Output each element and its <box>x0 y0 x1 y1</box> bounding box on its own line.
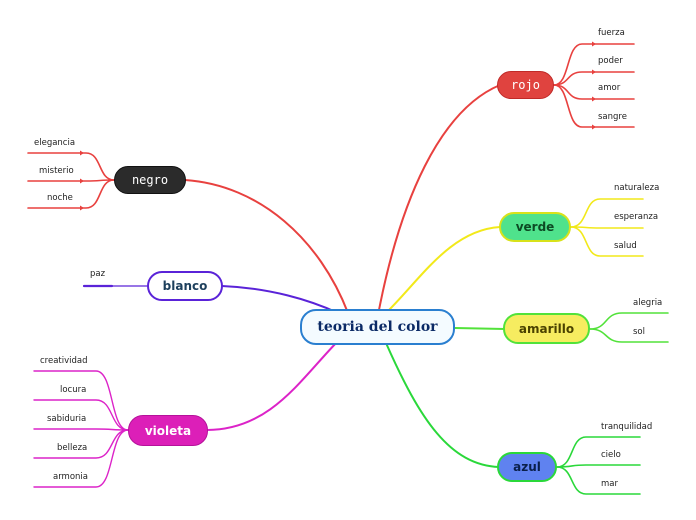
leaf-noche[interactable]: noche <box>47 193 73 203</box>
leaf-creatividad[interactable]: creatividad <box>40 356 88 366</box>
leaf-tranquilidad[interactable]: tranquilidad <box>601 422 653 432</box>
branch-blanco[interactable]: blanco <box>147 271 223 301</box>
connector-amarillo-leaf-1 <box>589 328 669 343</box>
leaf-paz[interactable]: paz <box>90 269 106 279</box>
arrow-negro-leaf-1 <box>80 178 84 184</box>
leaf-belleza[interactable]: belleza <box>57 443 88 453</box>
connector-amarillo <box>454 327 506 330</box>
branch-verde[interactable]: verde <box>499 212 571 242</box>
leaf-amor[interactable]: amor <box>598 83 621 93</box>
leaf-sol[interactable]: sol <box>633 327 645 337</box>
leaf-cielo[interactable]: cielo <box>601 450 621 460</box>
connector-verde <box>385 226 501 314</box>
arrow-rojo-leaf-0 <box>592 41 596 47</box>
leaf-poder[interactable]: poder <box>598 56 623 66</box>
connector-azul-leaf-2 <box>556 466 641 495</box>
connector-rojo-leaf-2 <box>553 84 635 100</box>
leaf-sabiduria[interactable]: sabiduria <box>47 414 87 424</box>
arrow-negro-leaf-0 <box>80 150 84 156</box>
connector-negro-leaf-1 <box>27 179 115 182</box>
branch-amarillo[interactable]: amarillo <box>503 313 590 344</box>
leaf-mar[interactable]: mar <box>601 479 618 489</box>
branch-negro[interactable]: negro <box>114 166 186 194</box>
leaf-misterio[interactable]: misterio <box>39 166 74 176</box>
branch-blanco-label: blanco <box>162 279 208 293</box>
connector-verde-leaf-1 <box>570 226 644 229</box>
connector-verde-leaf-0 <box>570 198 644 228</box>
leaf-fuerza[interactable]: fuerza <box>598 28 625 38</box>
branch-azul[interactable]: azul <box>497 452 557 482</box>
leaf-esperanza[interactable]: esperanza <box>614 212 659 222</box>
connector-azul-leaf-0 <box>556 436 641 468</box>
connector-violeta-leaf-3 <box>33 429 129 459</box>
branch-negro-label: negro <box>131 173 169 187</box>
arrow-negro-leaf-2 <box>80 205 84 211</box>
branch-rojo[interactable]: rojo <box>497 71 554 99</box>
branch-violeta-label: violeta <box>144 423 192 438</box>
leaf-armonia[interactable]: armonia <box>53 472 88 482</box>
connector-rojo-leaf-1 <box>553 71 635 86</box>
leaf-sangre[interactable]: sangre <box>598 112 627 122</box>
connector-negro-leaf-0 <box>27 152 115 181</box>
branch-rojo-label: rojo <box>511 78 540 92</box>
connector-azul <box>385 342 500 468</box>
connector-violeta-leaf-0 <box>33 370 129 431</box>
leaf-elegancia[interactable]: elegancia <box>34 138 76 148</box>
arrow-rojo-leaf-3 <box>592 124 596 130</box>
branch-azul-label: azul <box>513 460 541 474</box>
connector-violeta-leaf-1 <box>33 399 129 431</box>
connector-violeta <box>206 340 339 431</box>
connector-blanco <box>221 285 339 314</box>
connector-negro <box>184 179 349 314</box>
central-topic-label: teoria del color <box>317 319 438 335</box>
connector-violeta-leaf-2 <box>33 428 129 431</box>
leaf-locura[interactable]: locura <box>60 385 87 395</box>
leaf-naturaleza[interactable]: naturaleza <box>614 183 660 193</box>
connector-amarillo-leaf-0 <box>589 312 669 330</box>
connector-rojo-leaf-3 <box>553 84 635 128</box>
connector-verde-leaf-2 <box>570 226 644 257</box>
connector-rojo-leaf-0 <box>553 43 635 86</box>
connector-rojo <box>377 84 501 316</box>
branch-amarillo-label: amarillo <box>518 321 575 336</box>
connector-violeta-leaf-4 <box>33 429 129 488</box>
connector-negro-leaf-2 <box>27 179 115 209</box>
branch-violeta[interactable]: violeta <box>128 415 208 446</box>
arrow-rojo-leaf-1 <box>592 69 596 75</box>
arrow-rojo-leaf-2 <box>592 96 596 102</box>
branch-verde-label: verde <box>515 220 555 234</box>
central-topic[interactable]: teoria del color <box>300 309 455 345</box>
leaf-alegria[interactable]: alegria <box>633 298 663 308</box>
connector-azul-leaf-1 <box>556 464 641 468</box>
leaf-salud[interactable]: salud <box>614 241 637 251</box>
